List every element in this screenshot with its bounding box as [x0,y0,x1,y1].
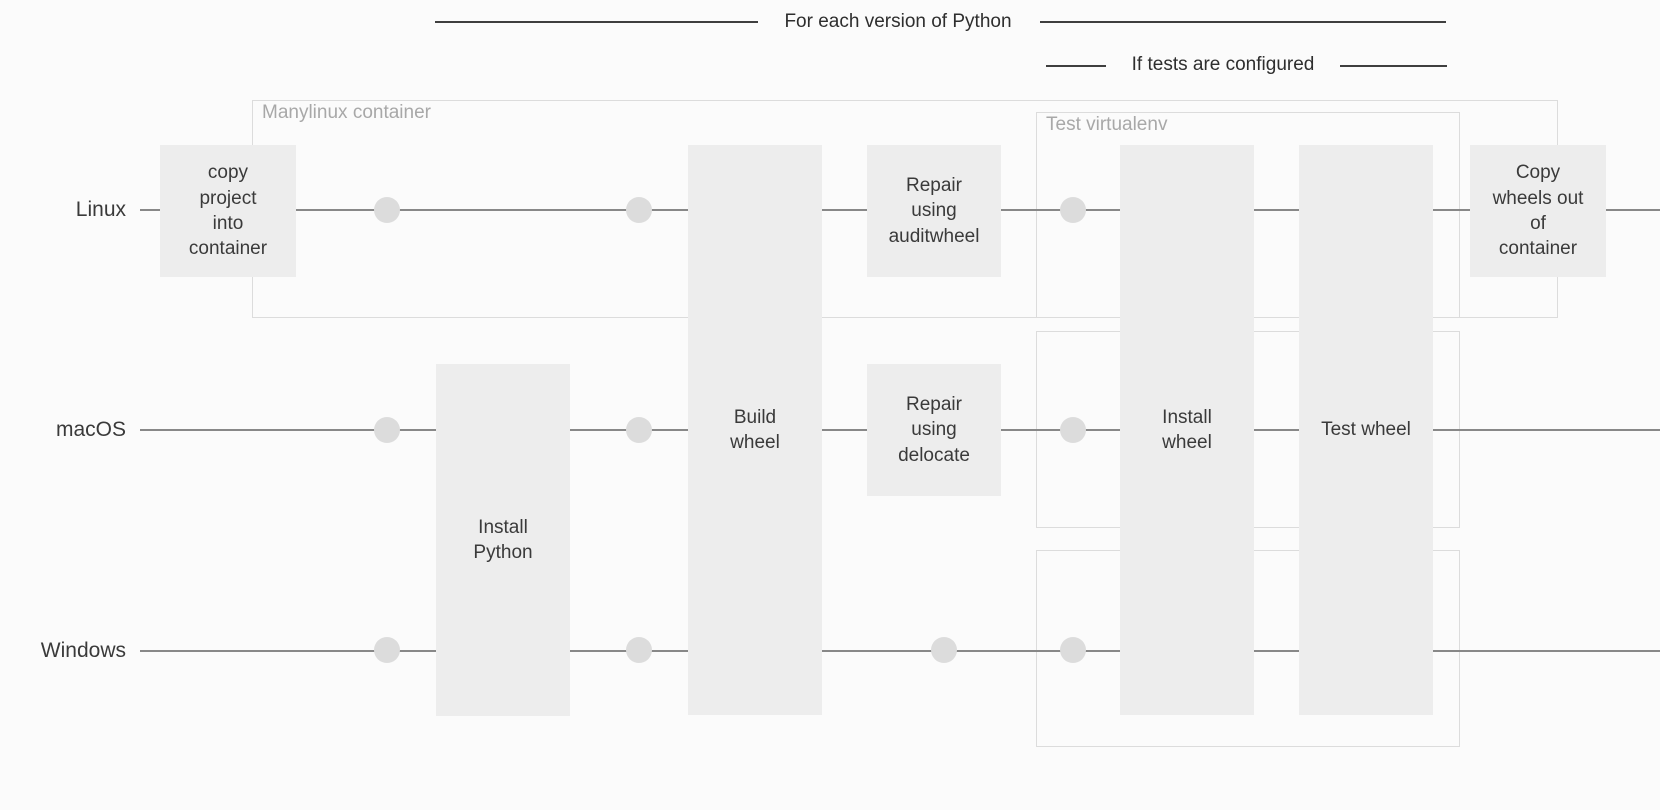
group-title-manylinux-container: Manylinux container [262,102,431,123]
junction-dot-macos-3 [1060,417,1086,443]
step-install-wheel[interactable]: Install wheel [1120,145,1254,715]
step-repair-using-auditwheel[interactable]: Repair using auditwheel [867,145,1001,277]
junction-dot-linux-2 [626,197,652,223]
row-label-windows: Windows [40,639,126,662]
step-copy-wheels-out-of-container[interactable]: Copy wheels out of container [1470,145,1606,277]
step-test-wheel[interactable]: Test wheel [1299,145,1433,715]
step-install-python[interactable]: Install Python [436,364,570,716]
junction-dot-windows-2 [626,637,652,663]
step-build-wheel[interactable]: Build wheel [688,145,822,715]
step-repair-using-delocate[interactable]: Repair using delocate [867,364,1001,496]
step-copy-project-into-container[interactable]: copy project into container [160,145,296,277]
bracket-line-right-tests [1340,65,1447,67]
junction-dot-linux-3 [1060,197,1086,223]
bracket-label-if-tests-configured: If tests are configured [1131,54,1315,75]
bracket-line-right-python [1040,21,1446,23]
junction-dot-linux-1 [374,197,400,223]
rail-windows [140,650,1660,652]
row-label-macos: macOS [55,418,126,441]
bracket-line-left-python [435,21,758,23]
junction-dot-windows-4 [1060,637,1086,663]
junction-dot-macos-2 [626,417,652,443]
junction-dot-windows-3 [931,637,957,663]
bracket-label-for-each-python: For each version of Python [784,11,1012,32]
row-label-linux: Linux [75,198,126,221]
bracket-line-left-tests [1046,65,1106,67]
junction-dot-windows-1 [374,637,400,663]
junction-dot-macos-1 [374,417,400,443]
group-title-test-virtualenv: Test virtualenv [1046,114,1168,135]
